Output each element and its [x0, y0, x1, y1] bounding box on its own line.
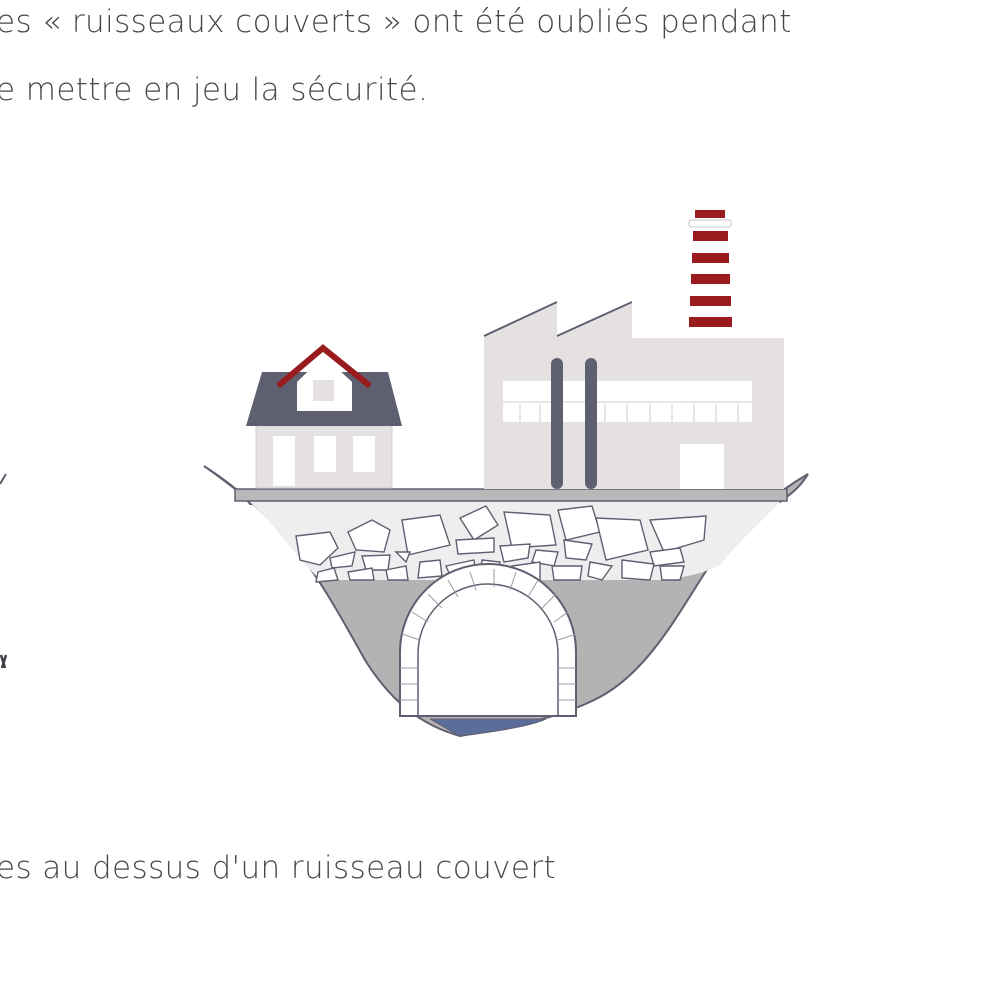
ground-strip	[234, 488, 788, 502]
house-icon	[246, 344, 402, 489]
water	[429, 718, 547, 737]
factory-icon	[483, 301, 784, 489]
intro-text-line-1: es « ruisseaux couverts » ont été oublié…	[0, 4, 792, 40]
left-edge-fragment	[0, 473, 8, 669]
chimney-icon	[688, 210, 734, 336]
figure-caption: es au dessus d'un ruisseau couvert	[0, 850, 557, 886]
intro-text-line-2: e mettre en jeu la sécurité.	[0, 72, 429, 108]
covered-stream-arch-icon	[399, 563, 577, 737]
